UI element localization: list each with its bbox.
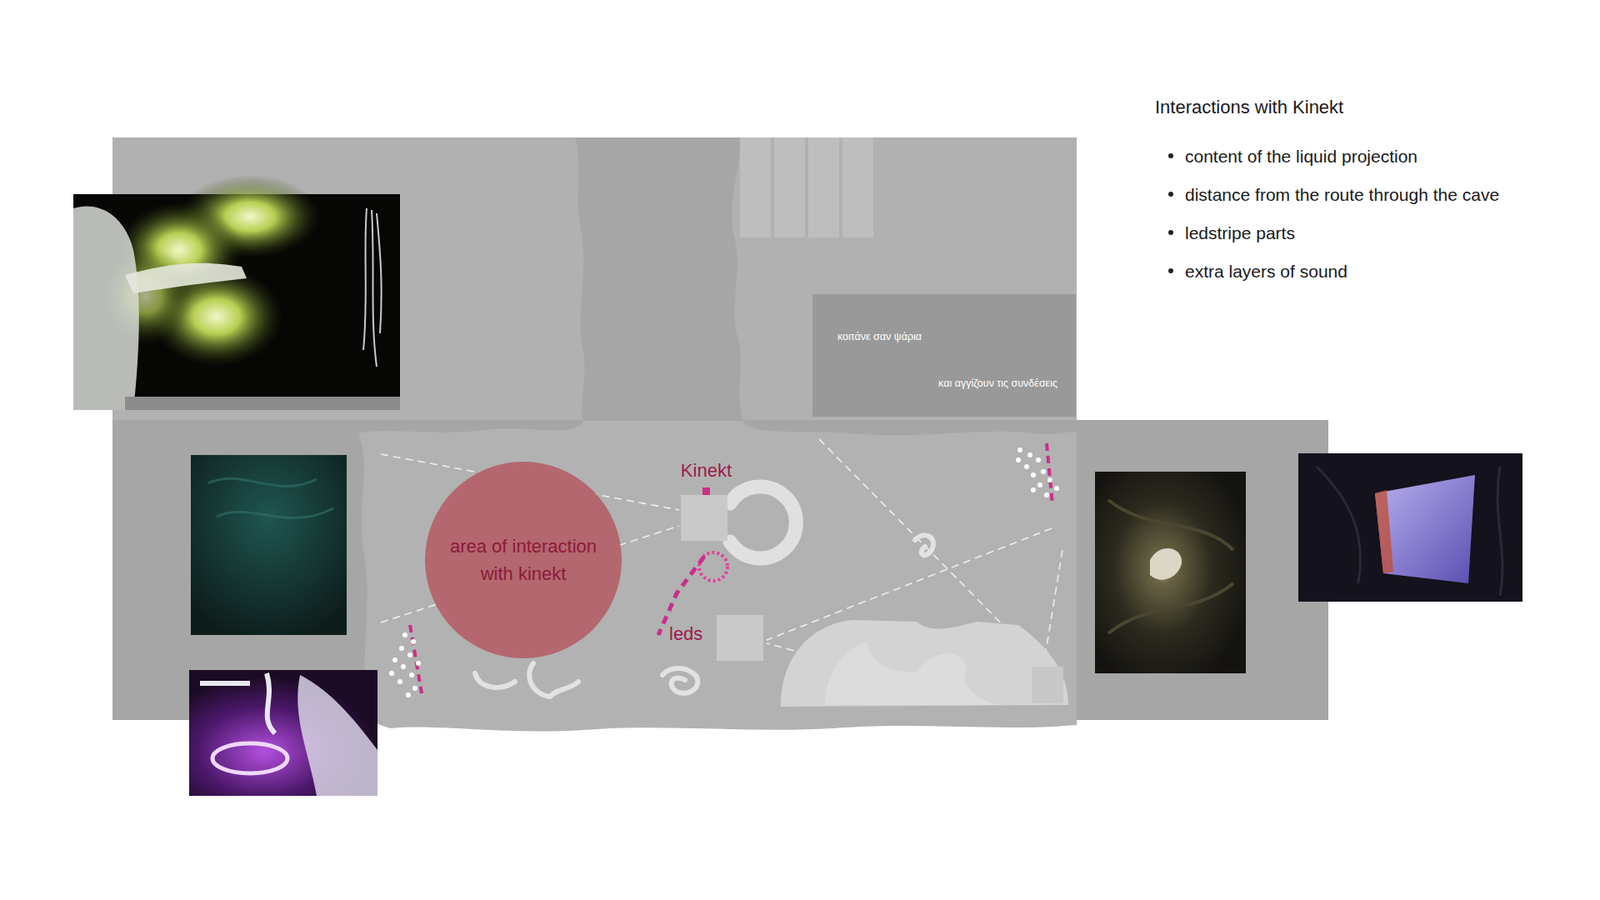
- photo-purple-screen-part: [1375, 490, 1394, 574]
- led-dots-part-part: [397, 679, 403, 685]
- sensor-box: Kinekt: [680, 495, 728, 541]
- text-panel: κοιτάνε σαν ψάρια και αγγίζουν τις συνδέσ…: [812, 294, 1076, 417]
- node-text: και αγγίζουν τις συνδέσεις: [938, 377, 1058, 390]
- kinekt-leds: [658, 487, 728, 635]
- led-dots-part-part: [389, 670, 395, 676]
- led-dots-part-part: [1054, 485, 1060, 491]
- photo-purple-screen-part: [1375, 475, 1475, 584]
- photo-green-light-part: [363, 208, 382, 367]
- interaction-circle: area of interaction with kinekt: [425, 461, 622, 659]
- photo-purple-screen-part: [1316, 466, 1503, 596]
- photo-green-light: [73, 175, 400, 410]
- swirl-objects-part: [529, 663, 579, 697]
- sight-lines-part: [1043, 550, 1063, 667]
- part-label: leds: [669, 621, 703, 646]
- led-dots-part-part: [1030, 487, 1036, 493]
- bullet-dots-part: [1168, 230, 1174, 235]
- led-dots-part-part: [407, 652, 413, 658]
- led-dots-part: [1015, 447, 1060, 498]
- photo-purple-leds-part: [212, 743, 288, 774]
- node-text: Kinekt: [680, 460, 732, 482]
- photo-purple-leds-part: [297, 675, 378, 796]
- bullet-dots-part: [1168, 153, 1174, 159]
- window-stripes-part: [740, 137, 771, 238]
- led-dots-part-part: [1035, 457, 1041, 463]
- photo-teal-projection: [190, 455, 347, 635]
- led-dots-part-part: [1024, 464, 1030, 470]
- led-dots-part-part: [412, 685, 418, 691]
- led-dots-part-part: [400, 664, 406, 670]
- plan-ground-part: [358, 420, 1077, 732]
- bullet-dots-part: [1168, 268, 1174, 274]
- photo-teal-projection-part: [208, 478, 334, 518]
- swirl-objects-part: [475, 673, 515, 688]
- plan-ground-part: [731, 137, 1077, 421]
- led-dots-part-part: [1040, 469, 1046, 475]
- photo-green-light-part: [125, 396, 400, 410]
- led-dots-part-part: [402, 632, 408, 638]
- led-dots: [389, 443, 1060, 698]
- bullet-item: distance from the route through the cave: [1185, 183, 1500, 206]
- bullet-item: content of the liquid projection: [1185, 145, 1418, 168]
- diagram-title: Interactions with Kinekt: [1155, 95, 1344, 120]
- photo-cave-tunnel-part: [1150, 548, 1182, 580]
- led-dots-part-part: [1027, 452, 1033, 458]
- rock-shape-part: [825, 641, 1000, 705]
- photo-cave-tunnel-part: [1095, 471, 1246, 674]
- plan-ground: [112, 137, 1329, 732]
- photo-cave-tunnel: [1095, 471, 1246, 674]
- bullet-item: ledstripe parts: [1185, 221, 1295, 245]
- led-dots-part: [389, 632, 421, 698]
- photo-purple-screen-part: [1298, 453, 1523, 602]
- led-dots-part-part: [399, 645, 405, 651]
- led-dots-part: [410, 625, 422, 694]
- bullet-dots: [1168, 153, 1174, 274]
- led-dots-part-part: [1017, 447, 1023, 453]
- led-dots-part-part: [1047, 477, 1053, 483]
- photo-teal-projection-part: [190, 455, 347, 635]
- photo-purple-screen: [1298, 453, 1523, 602]
- led-dots-part-part: [392, 657, 398, 663]
- led-dots-part-part: [1015, 457, 1021, 463]
- node-text: area of interaction with kinekt: [444, 532, 603, 588]
- window-stripes-part: [774, 137, 805, 238]
- bullet-dots-part: [1168, 191, 1174, 197]
- led-dots-part-part: [405, 692, 411, 698]
- window-stripes-part: [842, 137, 874, 238]
- swirl-objects-part: [662, 668, 698, 694]
- led-dots-part-part: [415, 660, 421, 666]
- photo-green-light-part: [125, 263, 247, 294]
- led-dots-part-part: [410, 639, 416, 645]
- led-dots-part-part: [1037, 482, 1043, 488]
- projector-box: [716, 615, 764, 661]
- photo-green-light-part: [73, 205, 140, 410]
- window-stripes-part: [808, 137, 840, 238]
- rock-shape: [780, 620, 1069, 707]
- rock-shape-part: [1031, 666, 1064, 704]
- swirl-objects-part: [915, 535, 934, 555]
- ring-object: [730, 486, 796, 559]
- led-dots-part-part: [409, 672, 415, 678]
- photo-cave-tunnel-part: [1108, 500, 1234, 634]
- led-dots-part-part: [1044, 492, 1050, 498]
- photo-purple-leds-part: [189, 670, 378, 796]
- node-text: κοιτάνε σαν ψάρια: [837, 330, 922, 344]
- led-dots-part-part: [1030, 472, 1036, 478]
- rock-shape-part: [780, 620, 1069, 707]
- photo-purple-leds: [189, 670, 378, 796]
- window-stripes: [740, 137, 874, 238]
- bullet-item: extra layers of sound: [1185, 260, 1348, 283]
- photo-purple-leds-part: [200, 673, 275, 734]
